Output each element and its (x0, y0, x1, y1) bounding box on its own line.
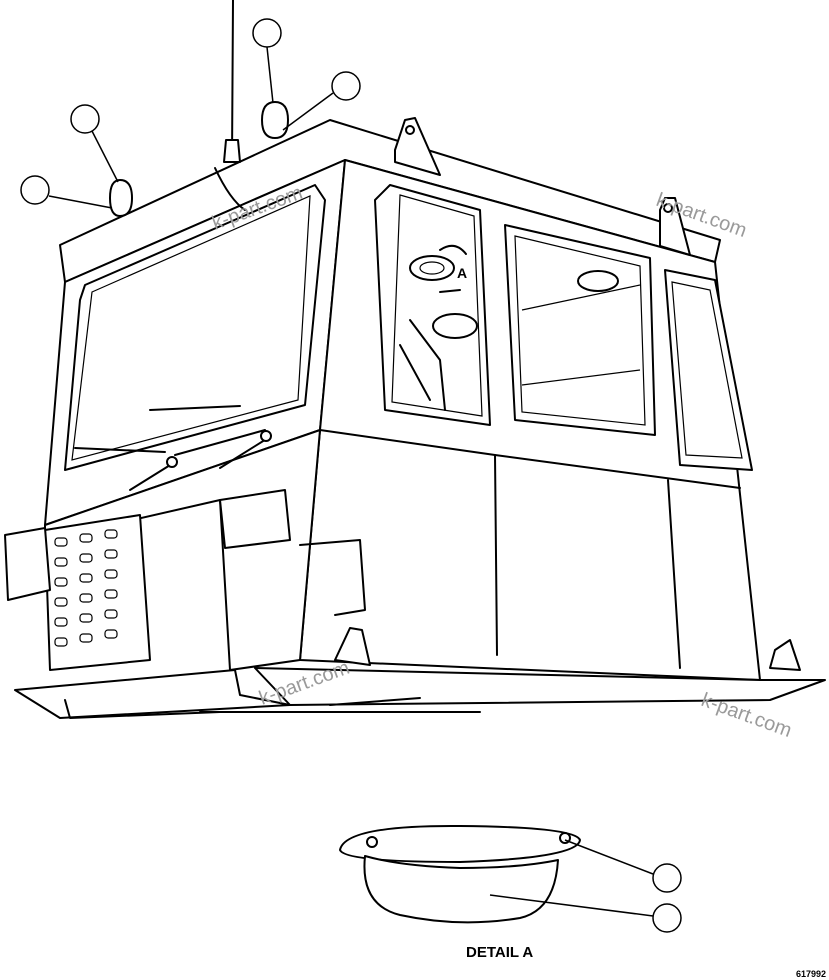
roof-light-rear (261, 101, 289, 139)
callout-left-lower (20, 175, 50, 205)
door-window-rear (504, 224, 656, 436)
detail-lamp-rim (339, 824, 581, 863)
front-grille (4, 489, 366, 671)
rear-side-window (664, 269, 753, 471)
wipers (74, 405, 272, 491)
roof-light-left (109, 179, 133, 217)
windows (64, 184, 753, 471)
drawing-number: 617992 (796, 969, 826, 979)
detail-lamp-lens (363, 855, 559, 924)
cab-floor-plate (254, 667, 826, 706)
windshield (64, 184, 326, 471)
view-marker: A (457, 265, 467, 281)
callout-detail-rim (652, 863, 682, 893)
roof-fixtures (109, 0, 289, 217)
callout-rear-light (331, 71, 361, 101)
detail-a: DETAIL A (339, 824, 682, 961)
grille-slots (54, 529, 118, 647)
lifting-brackets (334, 117, 801, 671)
callouts (20, 18, 361, 209)
cab-front-base (14, 669, 291, 719)
callout-left-light (70, 104, 100, 134)
door-window-front (374, 184, 491, 426)
detail-label: DETAIL A (466, 944, 533, 961)
callout-detail-lens (652, 903, 682, 933)
antenna (231, 0, 234, 161)
callout-antenna-light (252, 18, 282, 48)
